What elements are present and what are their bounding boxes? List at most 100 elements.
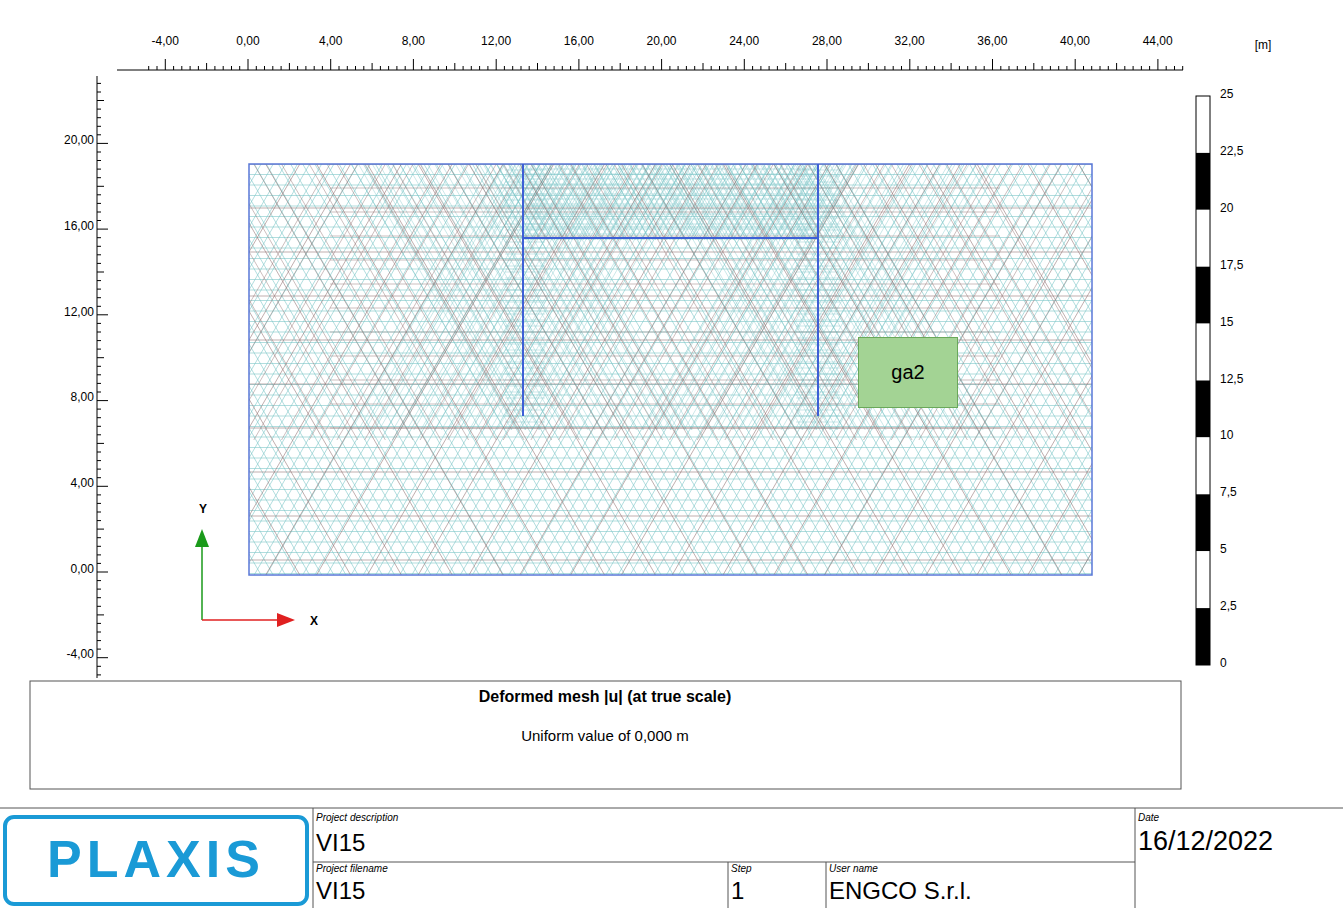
ruler-tick — [909, 59, 910, 70]
ruler-tick — [934, 66, 935, 70]
axis-value: 28,00 — [812, 35, 842, 49]
title-block-cell: 16/12/2022 — [1138, 826, 1273, 857]
ruler-tick — [653, 66, 654, 70]
ruler-tick — [97, 272, 104, 273]
axis-value: 4,00 — [71, 477, 94, 491]
axis-value: 12,00 — [481, 35, 511, 49]
ruler-tick — [918, 66, 919, 70]
scale-value: 2,5 — [1220, 600, 1237, 614]
ruler-tick — [97, 297, 101, 298]
axis-value: 16,00 — [564, 35, 594, 49]
ruler-tick — [372, 63, 373, 70]
ruler-tick — [97, 177, 101, 178]
ruler-tick — [1075, 59, 1076, 70]
plot-title: Deformed mesh |u| (at true scale) — [479, 688, 732, 706]
frame-line — [826, 862, 827, 908]
scale-segment — [1196, 210, 1210, 267]
ruler-tick — [97, 314, 108, 315]
plot-caption: Uniform value of 0,000 m — [521, 727, 689, 744]
scale-value: 10 — [1220, 429, 1233, 443]
ruler-line — [97, 76, 98, 678]
ruler-tick — [1025, 66, 1026, 70]
strut — [523, 237, 818, 239]
axis-value: 40,00 — [1060, 35, 1090, 49]
ruler-tick — [694, 66, 695, 70]
ruler-tick — [272, 66, 273, 70]
ruler-tick — [97, 212, 101, 213]
ruler-tick — [562, 66, 563, 70]
ruler-tick — [752, 66, 753, 70]
ruler-tick — [570, 66, 571, 70]
ruler-tick — [97, 152, 101, 153]
ruler-tick — [794, 66, 795, 70]
ruler-tick — [305, 66, 306, 70]
ruler-tick — [777, 66, 778, 70]
ruler-tick — [97, 434, 101, 435]
ruler-tick — [1042, 66, 1043, 70]
ruler-tick — [97, 160, 101, 161]
ruler-tick — [97, 494, 101, 495]
frame-line — [1135, 808, 1136, 908]
scale-value: 15 — [1220, 316, 1233, 330]
ruler-tick — [1149, 66, 1150, 70]
ruler-tick — [97, 220, 101, 221]
ruler-tick — [669, 66, 670, 70]
ruler-tick — [388, 66, 389, 70]
mesh-lines — [249, 164, 1092, 440]
ruler-tick — [496, 59, 497, 70]
ruler-tick — [97, 614, 104, 615]
ruler-tick — [686, 66, 687, 70]
ruler-tick — [1100, 66, 1101, 70]
ruler-tick — [380, 66, 381, 70]
ruler-tick — [97, 306, 101, 307]
ruler-tick — [97, 280, 101, 281]
ruler-tick — [97, 443, 104, 444]
title-block-cell: ENGCO S.r.l. — [829, 877, 972, 905]
ruler-tick — [206, 63, 207, 70]
ruler-tick — [785, 63, 786, 70]
ruler-tick — [97, 254, 101, 255]
axis-value: -4,00 — [67, 648, 94, 662]
ruler-tick — [330, 59, 331, 70]
axis-value: 4,00 — [319, 35, 342, 49]
ruler-tick — [97, 426, 101, 427]
ruler-tick — [554, 66, 555, 70]
ruler-tick — [248, 59, 249, 70]
ruler-tick — [1166, 66, 1167, 70]
title-block-cell: Project description — [316, 812, 398, 824]
ruler-tick — [97, 520, 101, 521]
ruler-tick — [835, 66, 836, 70]
ruler-tick — [181, 66, 182, 70]
ruler-tick — [97, 366, 101, 367]
frame-line — [728, 862, 729, 908]
ruler-tick — [97, 537, 101, 538]
ruler-tick — [198, 66, 199, 70]
ruler-tick — [868, 63, 869, 70]
ruler-tick — [1017, 66, 1018, 70]
unit-label: [m] — [1255, 39, 1272, 53]
ruler-tick — [231, 66, 232, 70]
ruler-tick — [1174, 66, 1175, 70]
ruler-tick — [281, 66, 282, 70]
ruler-tick — [587, 66, 588, 70]
frame-line — [0, 808, 1343, 809]
mesh-lines — [249, 164, 1092, 575]
ruler-tick — [97, 134, 101, 135]
title-block-cell: VI15 — [316, 829, 365, 857]
scale-segment — [1196, 153, 1210, 210]
ruler-tick — [1141, 66, 1142, 70]
ruler-tick — [97, 546, 101, 547]
ruler-tick — [405, 66, 406, 70]
scale-segment — [1196, 267, 1210, 324]
ruler-tick — [926, 66, 927, 70]
ruler-tick — [97, 554, 101, 555]
ruler-tick — [810, 66, 811, 70]
ruler-tick — [97, 460, 101, 461]
ruler-tick — [97, 589, 101, 590]
ruler-tick — [97, 486, 108, 487]
ruler-tick — [347, 66, 348, 70]
ruler-tick — [736, 66, 737, 70]
ruler-tick — [413, 59, 414, 70]
ruler-tick — [97, 349, 101, 350]
